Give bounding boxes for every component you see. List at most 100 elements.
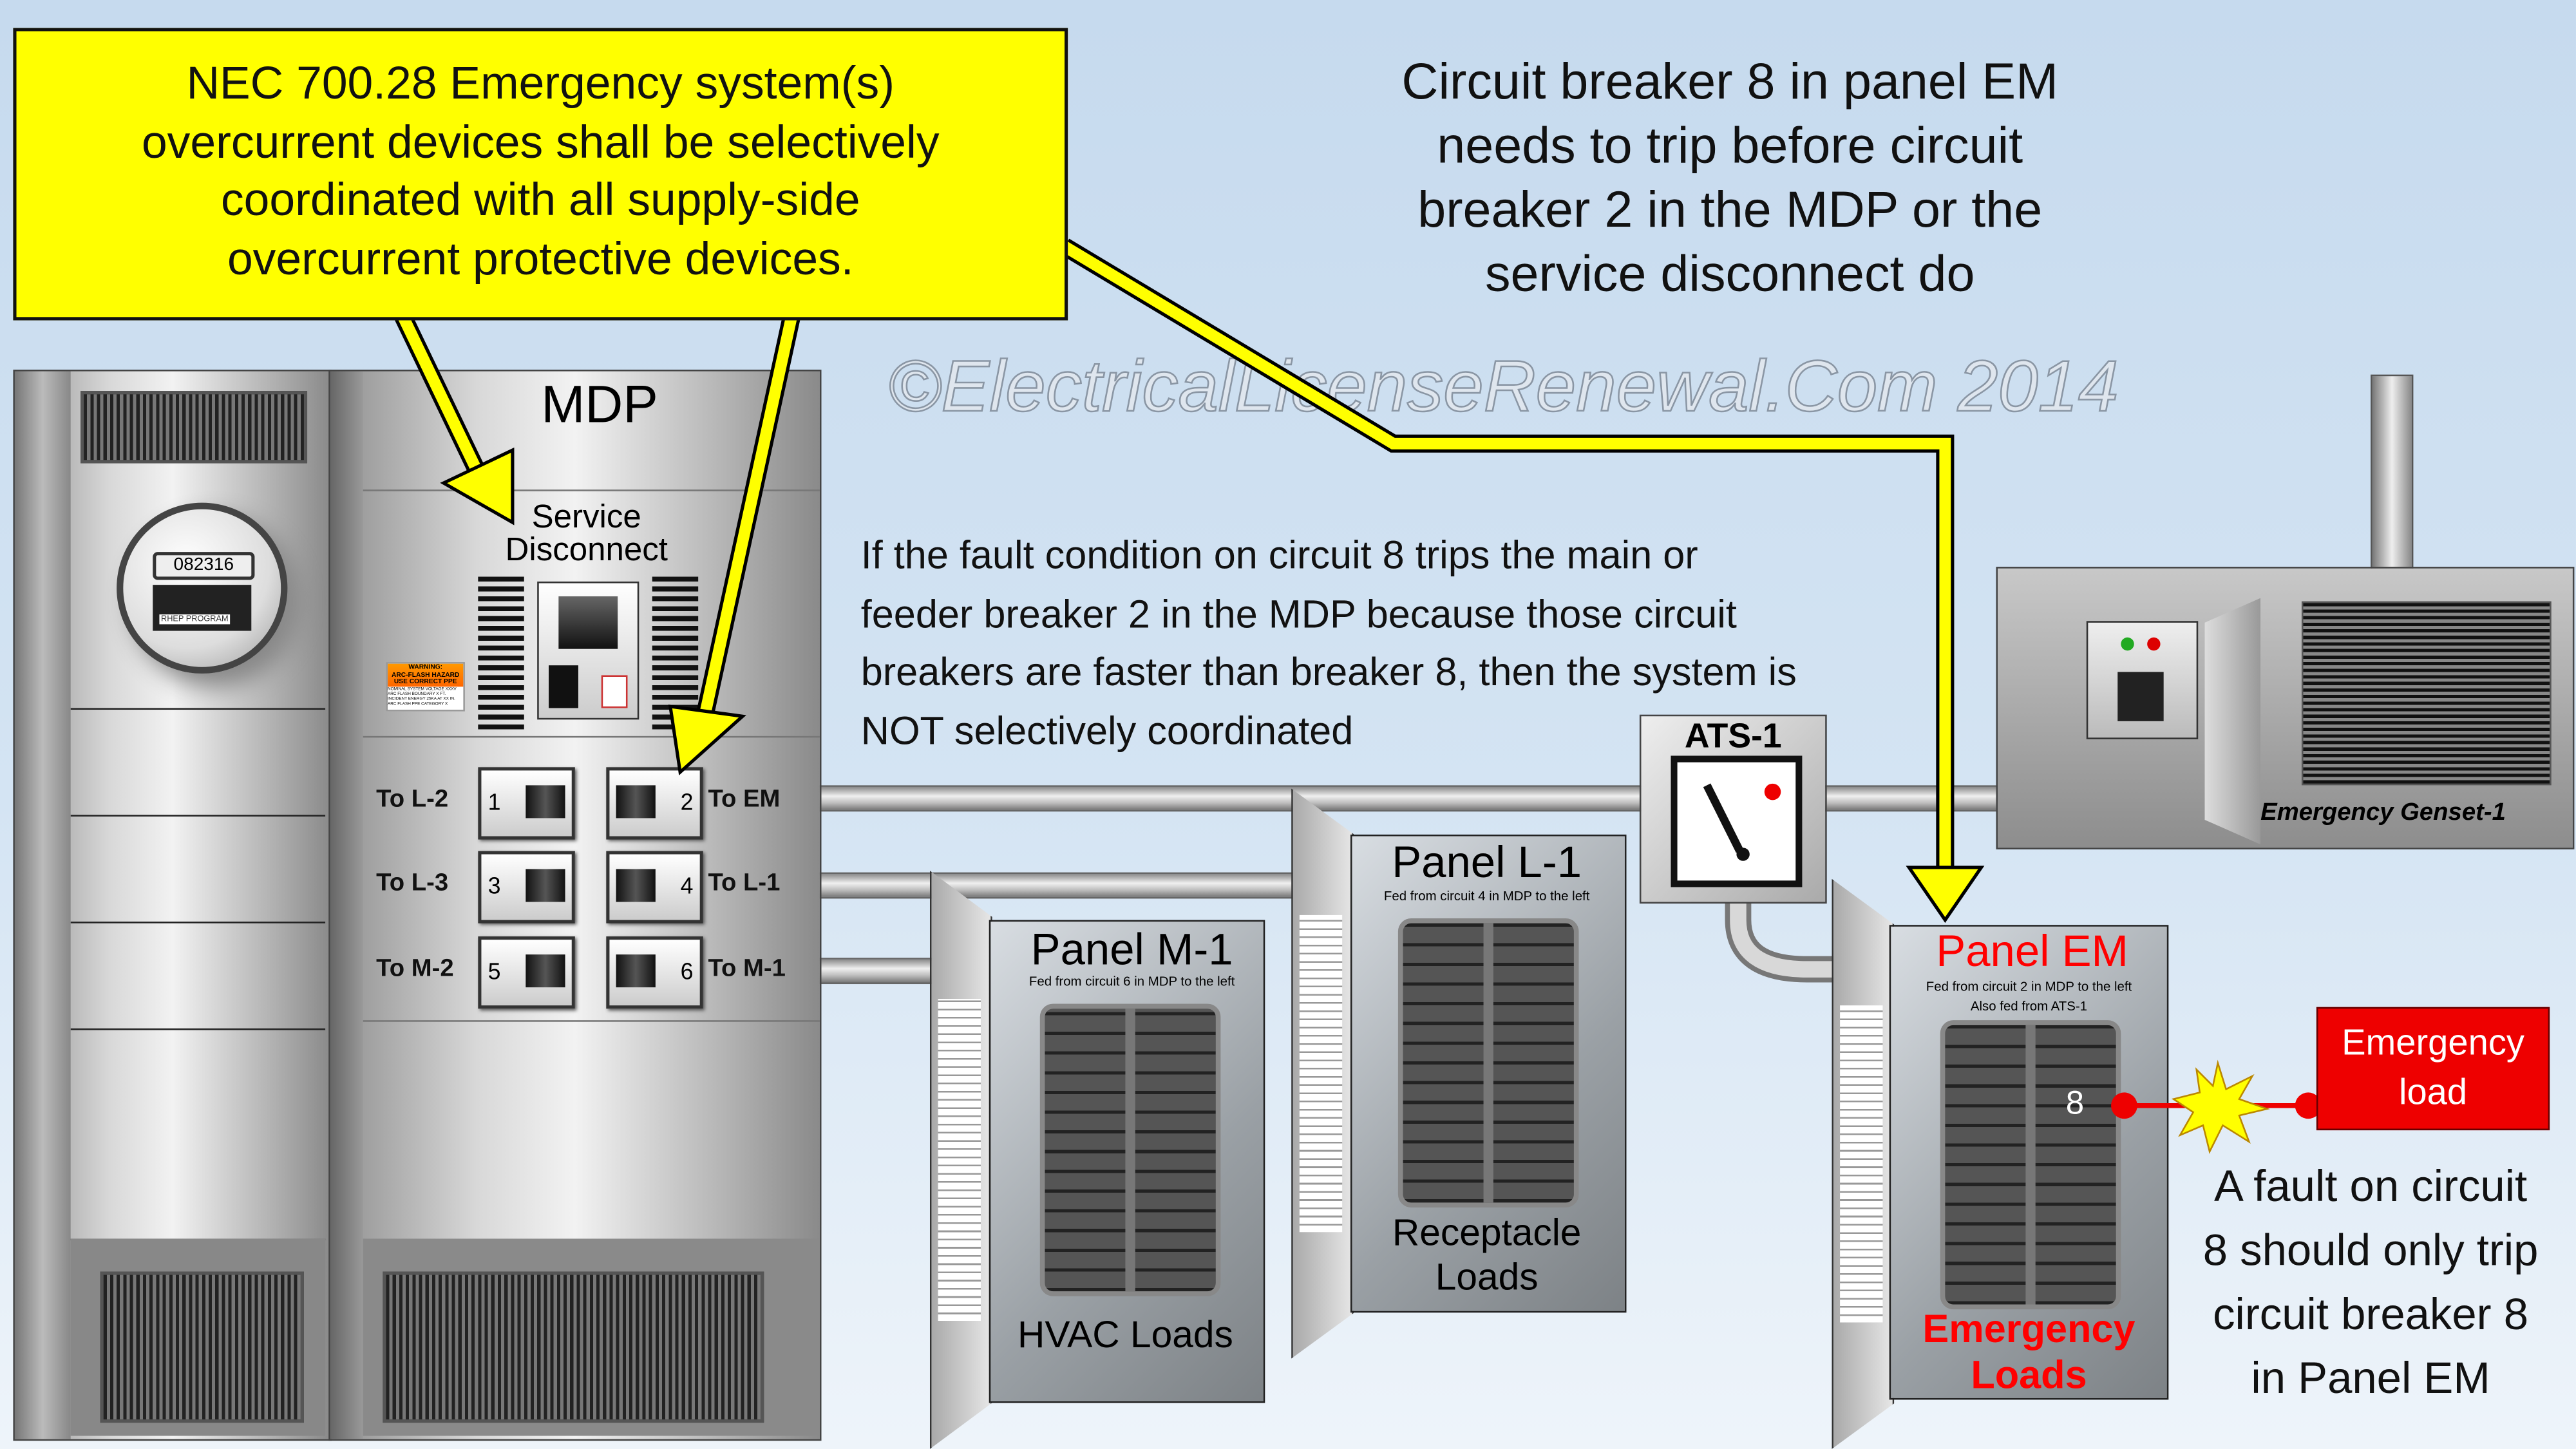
callout-line: overcurrent devices shall be selectively — [141, 115, 940, 167]
panel-l1: Panel L-1 Fed from circuit 4 in MDP to t… — [1350, 834, 1627, 1313]
breaker-number: 6 — [680, 958, 694, 985]
fault-note-line: If the fault condition on circuit 8 trip… — [860, 534, 1698, 578]
mdp-divider — [363, 489, 820, 491]
switch-handle — [558, 596, 618, 649]
breaker-label: To L-2 — [376, 785, 449, 813]
arrowhead-icon — [440, 447, 515, 526]
mdp-breaker[interactable]: 6 — [606, 936, 703, 1009]
warning-title: WARNING: — [408, 662, 443, 670]
bottom-note-line: circuit breaker 8 — [2213, 1289, 2529, 1340]
mdp-breaker[interactable]: 5 — [478, 936, 575, 1009]
panel-em-loads-line: Loads — [1971, 1354, 2087, 1398]
panel-em-door[interactable] — [1832, 878, 1895, 1449]
panel-m1: Panel M-1 Fed from circuit 6 in MDP to t… — [989, 920, 1265, 1403]
transfer-switch-icon — [1671, 755, 1803, 887]
arrowhead-icon — [1906, 866, 1985, 923]
vent-louvers — [652, 574, 699, 730]
panel-m1-subtitle: Fed from circuit 6 in MDP to the left — [1028, 974, 1235, 989]
nec-callout: NEC 700.28 Emergency system(s) overcurre… — [13, 28, 1068, 321]
indicator-red — [2147, 637, 2161, 651]
vent-grille — [100, 1271, 304, 1423]
conduit-to-em — [813, 785, 1647, 812]
panel-em-subtitle-line: Fed from circuit 2 in MDP to the left — [1926, 979, 2132, 994]
panel-l1-subtitle: Fed from circuit 4 in MDP to the left — [1383, 889, 1590, 904]
callout-line: overcurrent protective devices. — [227, 232, 854, 284]
mdp-divider — [363, 735, 820, 738]
warning-item: INCIDENT ENERGY 25KA AT XX IN. — [388, 696, 455, 701]
genset-door — [2204, 598, 2261, 845]
vent-louvers — [478, 574, 524, 730]
breaker-label: To M-2 — [376, 954, 454, 983]
cabinet-divider — [70, 1028, 326, 1030]
mdp-cabinet: MDP Service Disconnect WARNING: ARC-FLAS… — [328, 369, 822, 1441]
service-disconnect-switch — [537, 582, 639, 720]
meter-nameplate: RHEP PROGRAM — [153, 585, 252, 631]
breaker-label: To M-1 — [708, 954, 786, 983]
mdp-breaker[interactable]: 1 — [478, 767, 575, 840]
panel-l1-loads-line: Receptacle — [1392, 1211, 1582, 1254]
breaker-number: 2 — [680, 788, 694, 815]
circuit-8-label: 8 — [2065, 1086, 2085, 1122]
indicator-tag — [601, 675, 628, 708]
meter-reading: 082316 — [153, 552, 255, 580]
panel-l1-breakers — [1397, 918, 1579, 1208]
breaker-label: To EM — [708, 785, 781, 813]
top-note-line: needs to trip before circuit — [1437, 117, 2023, 175]
cabinet-divider — [70, 815, 326, 817]
service-disconnect-line: Disconnect — [505, 532, 668, 569]
fault-star-icon — [2171, 1059, 2270, 1154]
panel-em-loads: Emergency Loads — [1922, 1308, 2135, 1400]
arrowhead-icon — [668, 704, 746, 776]
conduit-to-m1 — [813, 958, 940, 985]
top-note-line: Circuit breaker 8 in panel EM — [1401, 52, 2059, 110]
panel-l1-loads: Receptacle Loads — [1392, 1211, 1582, 1300]
mdp-breaker[interactable]: 4 — [606, 851, 703, 923]
genset-control-panel — [2086, 621, 2199, 739]
breaker-number: 3 — [488, 872, 501, 899]
breaker-handle — [526, 954, 565, 988]
warning-line: ARC-FLASH HAZARD — [391, 669, 460, 678]
breaker-number: 5 — [488, 958, 501, 985]
warning-line: USE CORRECT PPE — [393, 677, 457, 685]
mdp-breaker[interactable]: 2 — [606, 767, 703, 840]
mdp-divider — [363, 1020, 820, 1022]
conduit-ats-em — [1725, 887, 1857, 983]
emergency-genset: Emergency Genset-1 — [1996, 567, 2575, 849]
panel-em-subtitle-line: Also fed from ATS-1 — [1970, 999, 2088, 1014]
indicator-green — [2121, 637, 2134, 651]
cabinet-divider — [70, 922, 326, 923]
panel-m1-loads: HVAC Loads — [1018, 1312, 1233, 1356]
genset-label: Emergency Genset-1 — [2260, 798, 2506, 827]
warning-header: WARNING: ARC-FLASH HAZARD USE CORRECT PP… — [388, 662, 464, 687]
mdp-breaker[interactable]: 3 — [478, 851, 575, 923]
fault-note-line: feeder breaker 2 in the MDP because thos… — [860, 592, 1737, 637]
mdp-side-strip — [330, 371, 363, 1439]
panel-em-breakers — [1940, 1020, 2121, 1310]
breaker-handle — [616, 785, 656, 819]
conduit-to-l1 — [813, 872, 1302, 899]
fault-note-line: NOT selectively coordinated — [860, 708, 1354, 753]
warning-item: NOMINAL SYSTEM VOLTAGE XXXV — [388, 686, 457, 691]
vent-grille — [383, 1271, 764, 1423]
vent-grille — [80, 391, 308, 464]
top-note-line: breaker 2 in the MDP or the — [1417, 180, 2043, 238]
service-disconnect-label: Service Disconnect — [506, 501, 668, 567]
panel-m1-title: Panel M-1 — [1030, 925, 1233, 974]
bottom-note: A fault on circuit 8 should only trip ci… — [2203, 1155, 2539, 1411]
service-disconnect-line: Service — [531, 499, 641, 536]
breaker-number: 1 — [488, 788, 501, 815]
breaker-handle — [526, 869, 565, 902]
meter-cabinet: 082316 RHEP PROGRAM — [13, 369, 332, 1441]
bottom-note-line: A fault on circuit — [2213, 1161, 2528, 1211]
emergency-load-box: Emergency load — [2316, 1007, 2550, 1131]
lockout-icon — [549, 665, 578, 708]
electric-meter: 082316 RHEP PROGRAM — [117, 502, 288, 674]
panel-em-title: Panel EM — [1936, 926, 2128, 976]
breaker-handle — [526, 785, 565, 819]
cabinet-divider — [70, 708, 326, 710]
mdp-title: MDP — [541, 374, 658, 434]
warning-item: ARC FLASH PPE CATEGORY X — [388, 701, 448, 706]
conduit-ats-genset — [1820, 785, 2029, 812]
fault-connection — [2111, 1059, 2322, 1154]
